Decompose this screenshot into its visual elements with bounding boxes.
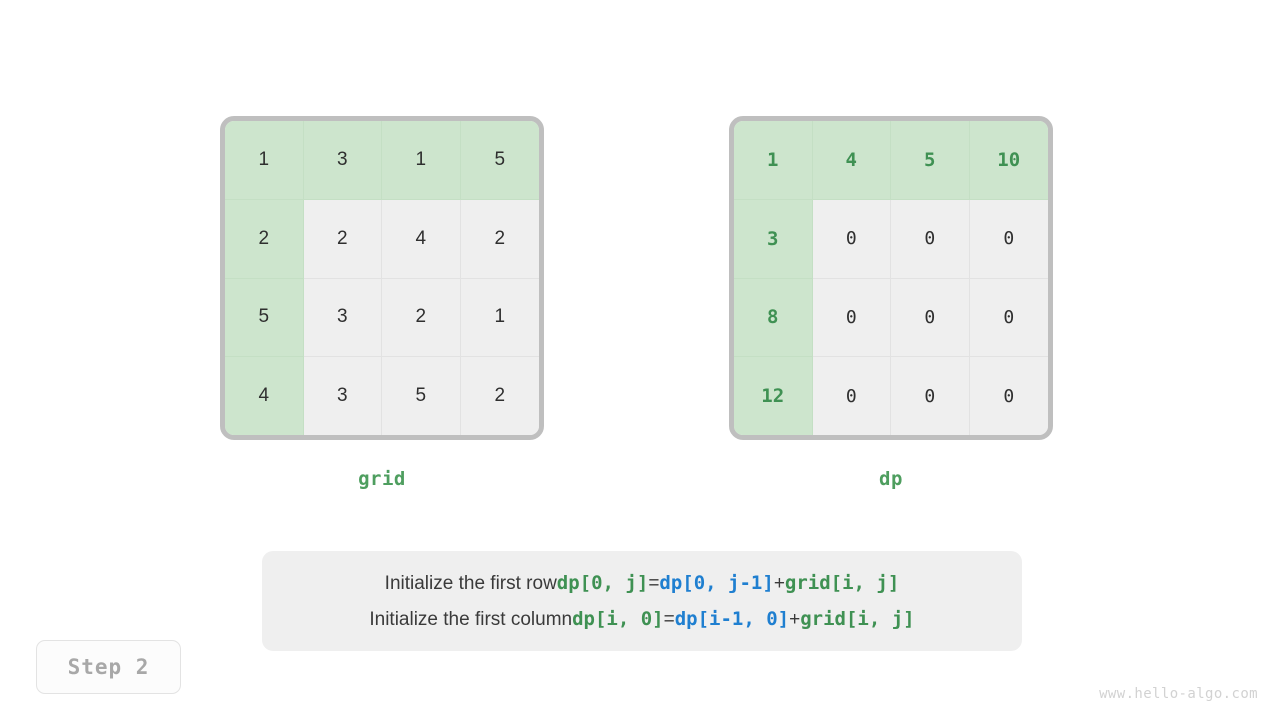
formula-line-first-row: Initialize the first row dp[0, j] = dp[0… (385, 572, 900, 595)
table-cell: 3 (303, 278, 382, 357)
formula-line1-prefix: Initialize the first row (384, 572, 557, 594)
table-cell: 1 (460, 278, 539, 357)
table-cell: 0 (812, 278, 891, 357)
formula-line2-rhs-grid: grid[i, j] (800, 607, 915, 630)
formula-line2-plus: + (789, 608, 801, 630)
table-cell: 5 (460, 121, 539, 200)
table-cell: 3 (734, 200, 813, 279)
formula-line-first-column: Initialize the first column dp[i, 0] = d… (369, 608, 914, 631)
table-cell: 1 (225, 121, 304, 200)
table-cell: 12 (734, 357, 813, 435)
table-cell: 0 (969, 200, 1048, 279)
table-cell: 2 (225, 200, 304, 279)
formula-line1-rhs-dp: dp[0, j-1] (659, 571, 774, 594)
table-cell: 0 (969, 278, 1048, 357)
dp-table-caption: dp (879, 468, 903, 490)
table-cell: 3 (303, 357, 382, 435)
table-cell: 10 (969, 121, 1048, 200)
table-cell: 0 (969, 357, 1048, 435)
table-cell: 4 (812, 121, 891, 200)
table-cell: 4 (225, 357, 304, 435)
formula-line1-equals: = (648, 572, 660, 594)
table-cell: 1 (734, 121, 813, 200)
table-cell: 5 (382, 357, 461, 435)
formula-line1-plus: + (773, 572, 785, 594)
watermark: www.hello-algo.com (1099, 686, 1258, 702)
table-cell: 2 (303, 200, 382, 279)
formula-line1-lhs: dp[0, j] (556, 571, 649, 594)
formula-panel: Initialize the first row dp[0, j] = dp[0… (262, 551, 1022, 651)
table-cell: 0 (891, 278, 970, 357)
formula-line1-rhs-grid: grid[i, j] (784, 571, 900, 594)
table-cell: 1 (382, 121, 461, 200)
formula-line2-lhs: dp[i, 0] (572, 607, 664, 630)
table-cell: 5 (225, 278, 304, 357)
formula-line2-prefix: Initialize the first column (369, 608, 573, 630)
table-cell: 5 (891, 121, 970, 200)
step-badge: Step 2 (36, 640, 181, 694)
table-cell: 2 (460, 200, 539, 279)
grid-table-caption: grid (358, 468, 406, 490)
table-cell: 2 (460, 357, 539, 435)
formula-line2-equals: = (663, 608, 675, 630)
table-cell: 0 (812, 200, 891, 279)
table-cell: 4 (382, 200, 461, 279)
table-cell: 0 (891, 200, 970, 279)
table-cell: 8 (734, 278, 813, 357)
table-cell: 3 (303, 121, 382, 200)
formula-line2-rhs-dp: dp[i-1, 0] (674, 607, 790, 630)
step-badge-label: Step 2 (67, 655, 150, 679)
table-cell: 0 (891, 357, 970, 435)
table-cell: 2 (382, 278, 461, 357)
table-cell: 0 (812, 357, 891, 435)
